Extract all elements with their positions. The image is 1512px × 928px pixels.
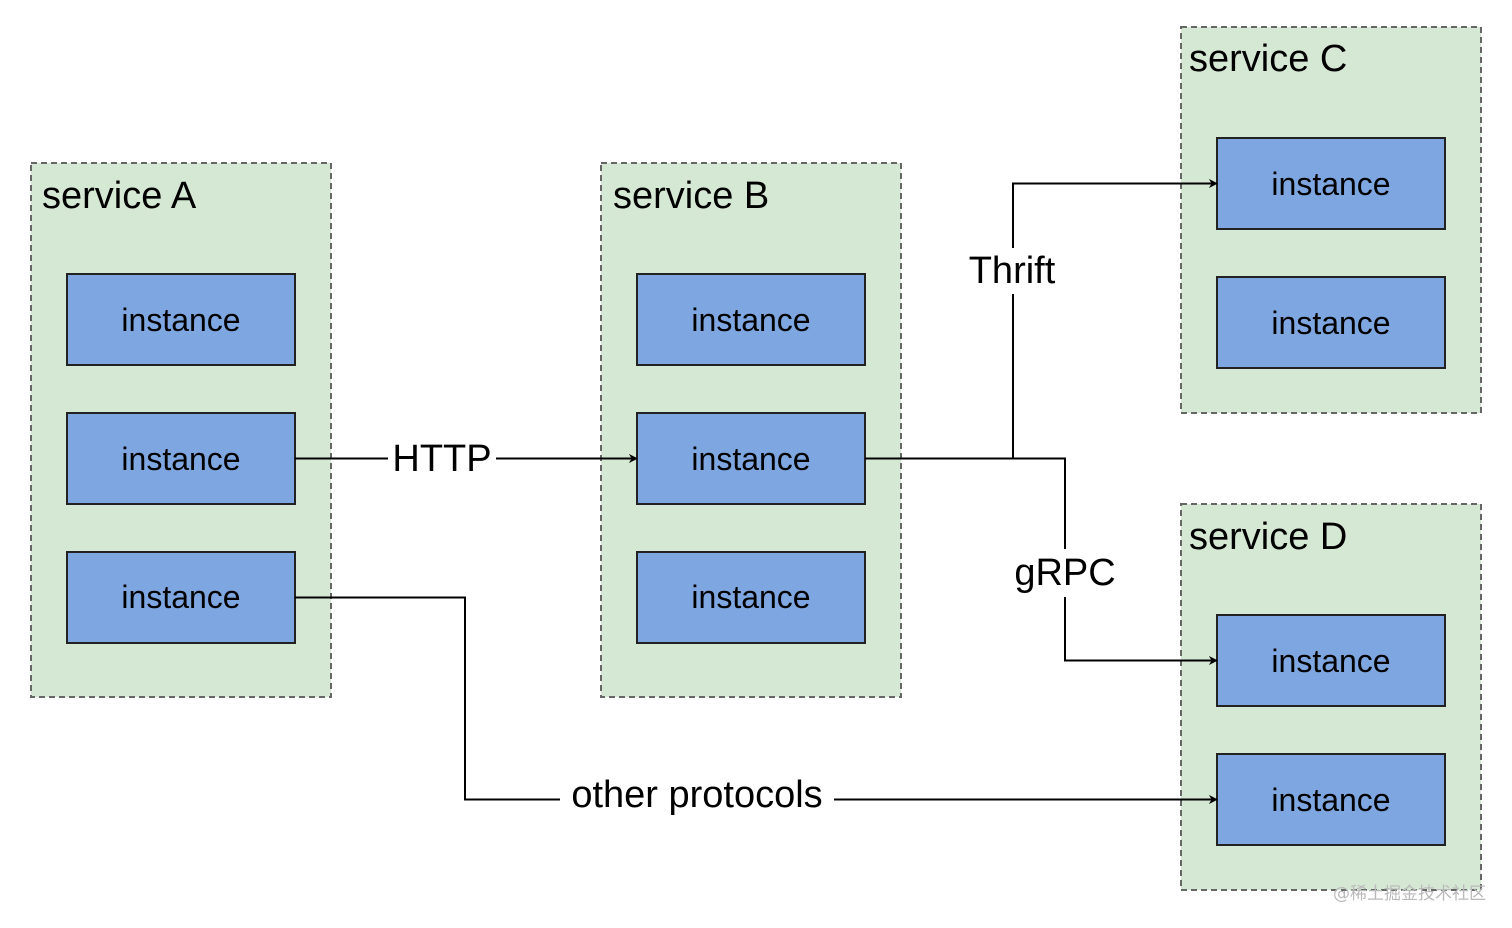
edge-grpc: gRPC — [1008, 457, 1218, 665]
service-c-instance-2 — [1216, 276, 1446, 369]
service-a-instance-2 — [66, 412, 296, 505]
service-a-instance-3-label: instance — [121, 579, 240, 615]
edge-thrift-line — [865, 179, 1218, 460]
edge-http-label-bg — [388, 436, 496, 482]
service-a-title: service A — [42, 175, 197, 217]
service-c-title: service C — [1189, 38, 1347, 80]
service-a-instance-3 — [66, 551, 296, 644]
edge-other-protocols-label-bg — [560, 774, 834, 822]
service-b-title: service B — [613, 175, 769, 217]
service-d-instance-2-label: instance — [1271, 782, 1390, 818]
service-c: service C instance instance — [1180, 26, 1482, 414]
service-c-instance-1-label: instance — [1271, 166, 1390, 202]
service-d: service D instance instance — [1180, 503, 1482, 891]
edge-grpc-label: gRPC — [1014, 552, 1115, 594]
service-d-instance-2 — [1216, 753, 1446, 846]
edge-other-protocols-label: other protocols — [571, 774, 822, 816]
service-c-instance-1 — [1216, 137, 1446, 230]
edge-http-label: HTTP — [392, 438, 491, 480]
edge-thrift-label: Thrift — [969, 250, 1056, 292]
service-b-instance-3 — [636, 551, 866, 644]
edge-other-protocols-line — [295, 596, 1218, 804]
service-a-instance-1-label: instance — [121, 302, 240, 338]
edge-other-protocols: other protocols — [295, 596, 1218, 822]
service-c-instance-2-label: instance — [1271, 305, 1390, 341]
edge-thrift: Thrift — [865, 179, 1218, 460]
edge-grpc-label-bg — [1008, 549, 1122, 597]
edge-thrift-label-bg — [962, 248, 1062, 294]
service-d-instance-1 — [1216, 614, 1446, 707]
watermark: @稀土掘金技术社区 — [1333, 884, 1486, 904]
service-d-title: service D — [1189, 516, 1347, 558]
service-d-instance-1-label: instance — [1271, 643, 1390, 679]
edge-http: HTTP — [295, 436, 638, 482]
service-b: service B instance instance instance — [600, 162, 902, 698]
service-a-instance-1 — [66, 273, 296, 366]
service-b-instance-1-label: instance — [691, 302, 810, 338]
service-a: service A instance instance instance — [30, 162, 332, 698]
service-b-instance-1 — [636, 273, 866, 366]
service-a-instance-2-label: instance — [121, 441, 240, 477]
service-b-instance-2-label: instance — [691, 441, 810, 477]
service-b-instance-3-label: instance — [691, 579, 810, 615]
